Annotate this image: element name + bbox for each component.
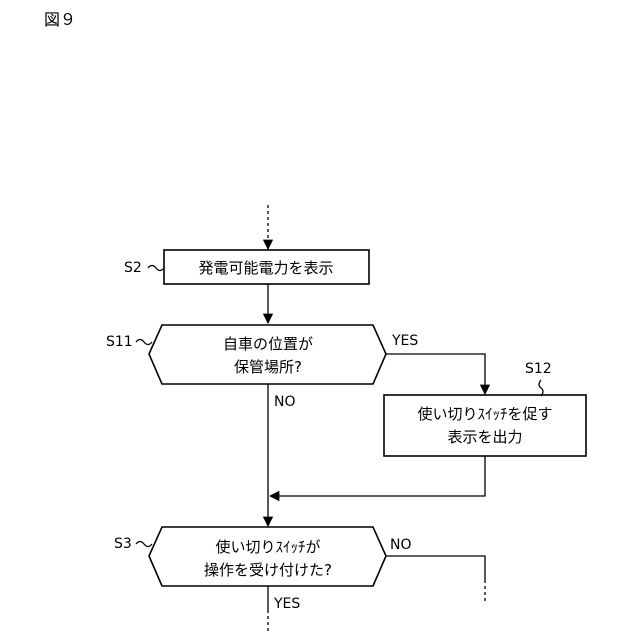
step-s3: 使い切りｽｲｯﾁが 操作を受け付けた? S3 NO YES [114, 527, 412, 612]
arrow-s12-return [270, 456, 485, 496]
s3-no-label: NO [390, 537, 412, 553]
s11-yes-label: YES [391, 333, 418, 349]
s2-label: S2 [124, 260, 142, 276]
s11-text-line2: 保管場所? [234, 358, 302, 376]
figure-label: 図９ [44, 10, 76, 29]
s3-no-connector [386, 556, 485, 580]
s2-label-leader [148, 266, 164, 271]
s11-no-label: NO [274, 394, 296, 410]
s3-label-leader [136, 542, 152, 547]
s11-label: S11 [106, 334, 133, 350]
s12-text-line1: 使い切りｽｲｯﾁを促す [417, 405, 552, 423]
s3-yes-label: YES [273, 596, 300, 612]
s3-label: S3 [114, 536, 132, 552]
step-s11: 自車の位置が 保管場所? S11 YES NO [106, 325, 418, 410]
s12-label-leader [539, 380, 543, 396]
step-s2: 発電可能電力を表示 S2 [124, 250, 369, 284]
s3-text-line2: 操作を受け付けた? [204, 561, 332, 579]
s11-text-line1: 自車の位置が [223, 335, 313, 353]
arrow-s11-yes-to-s12 [386, 354, 485, 394]
s3-text-line1: 使い切りｽｲｯﾁが [215, 538, 320, 556]
s2-text: 発電可能電力を表示 [198, 259, 333, 277]
s12-text-line2: 表示を出力 [447, 428, 522, 446]
s11-label-leader [136, 340, 152, 345]
s12-label: S12 [525, 361, 552, 377]
